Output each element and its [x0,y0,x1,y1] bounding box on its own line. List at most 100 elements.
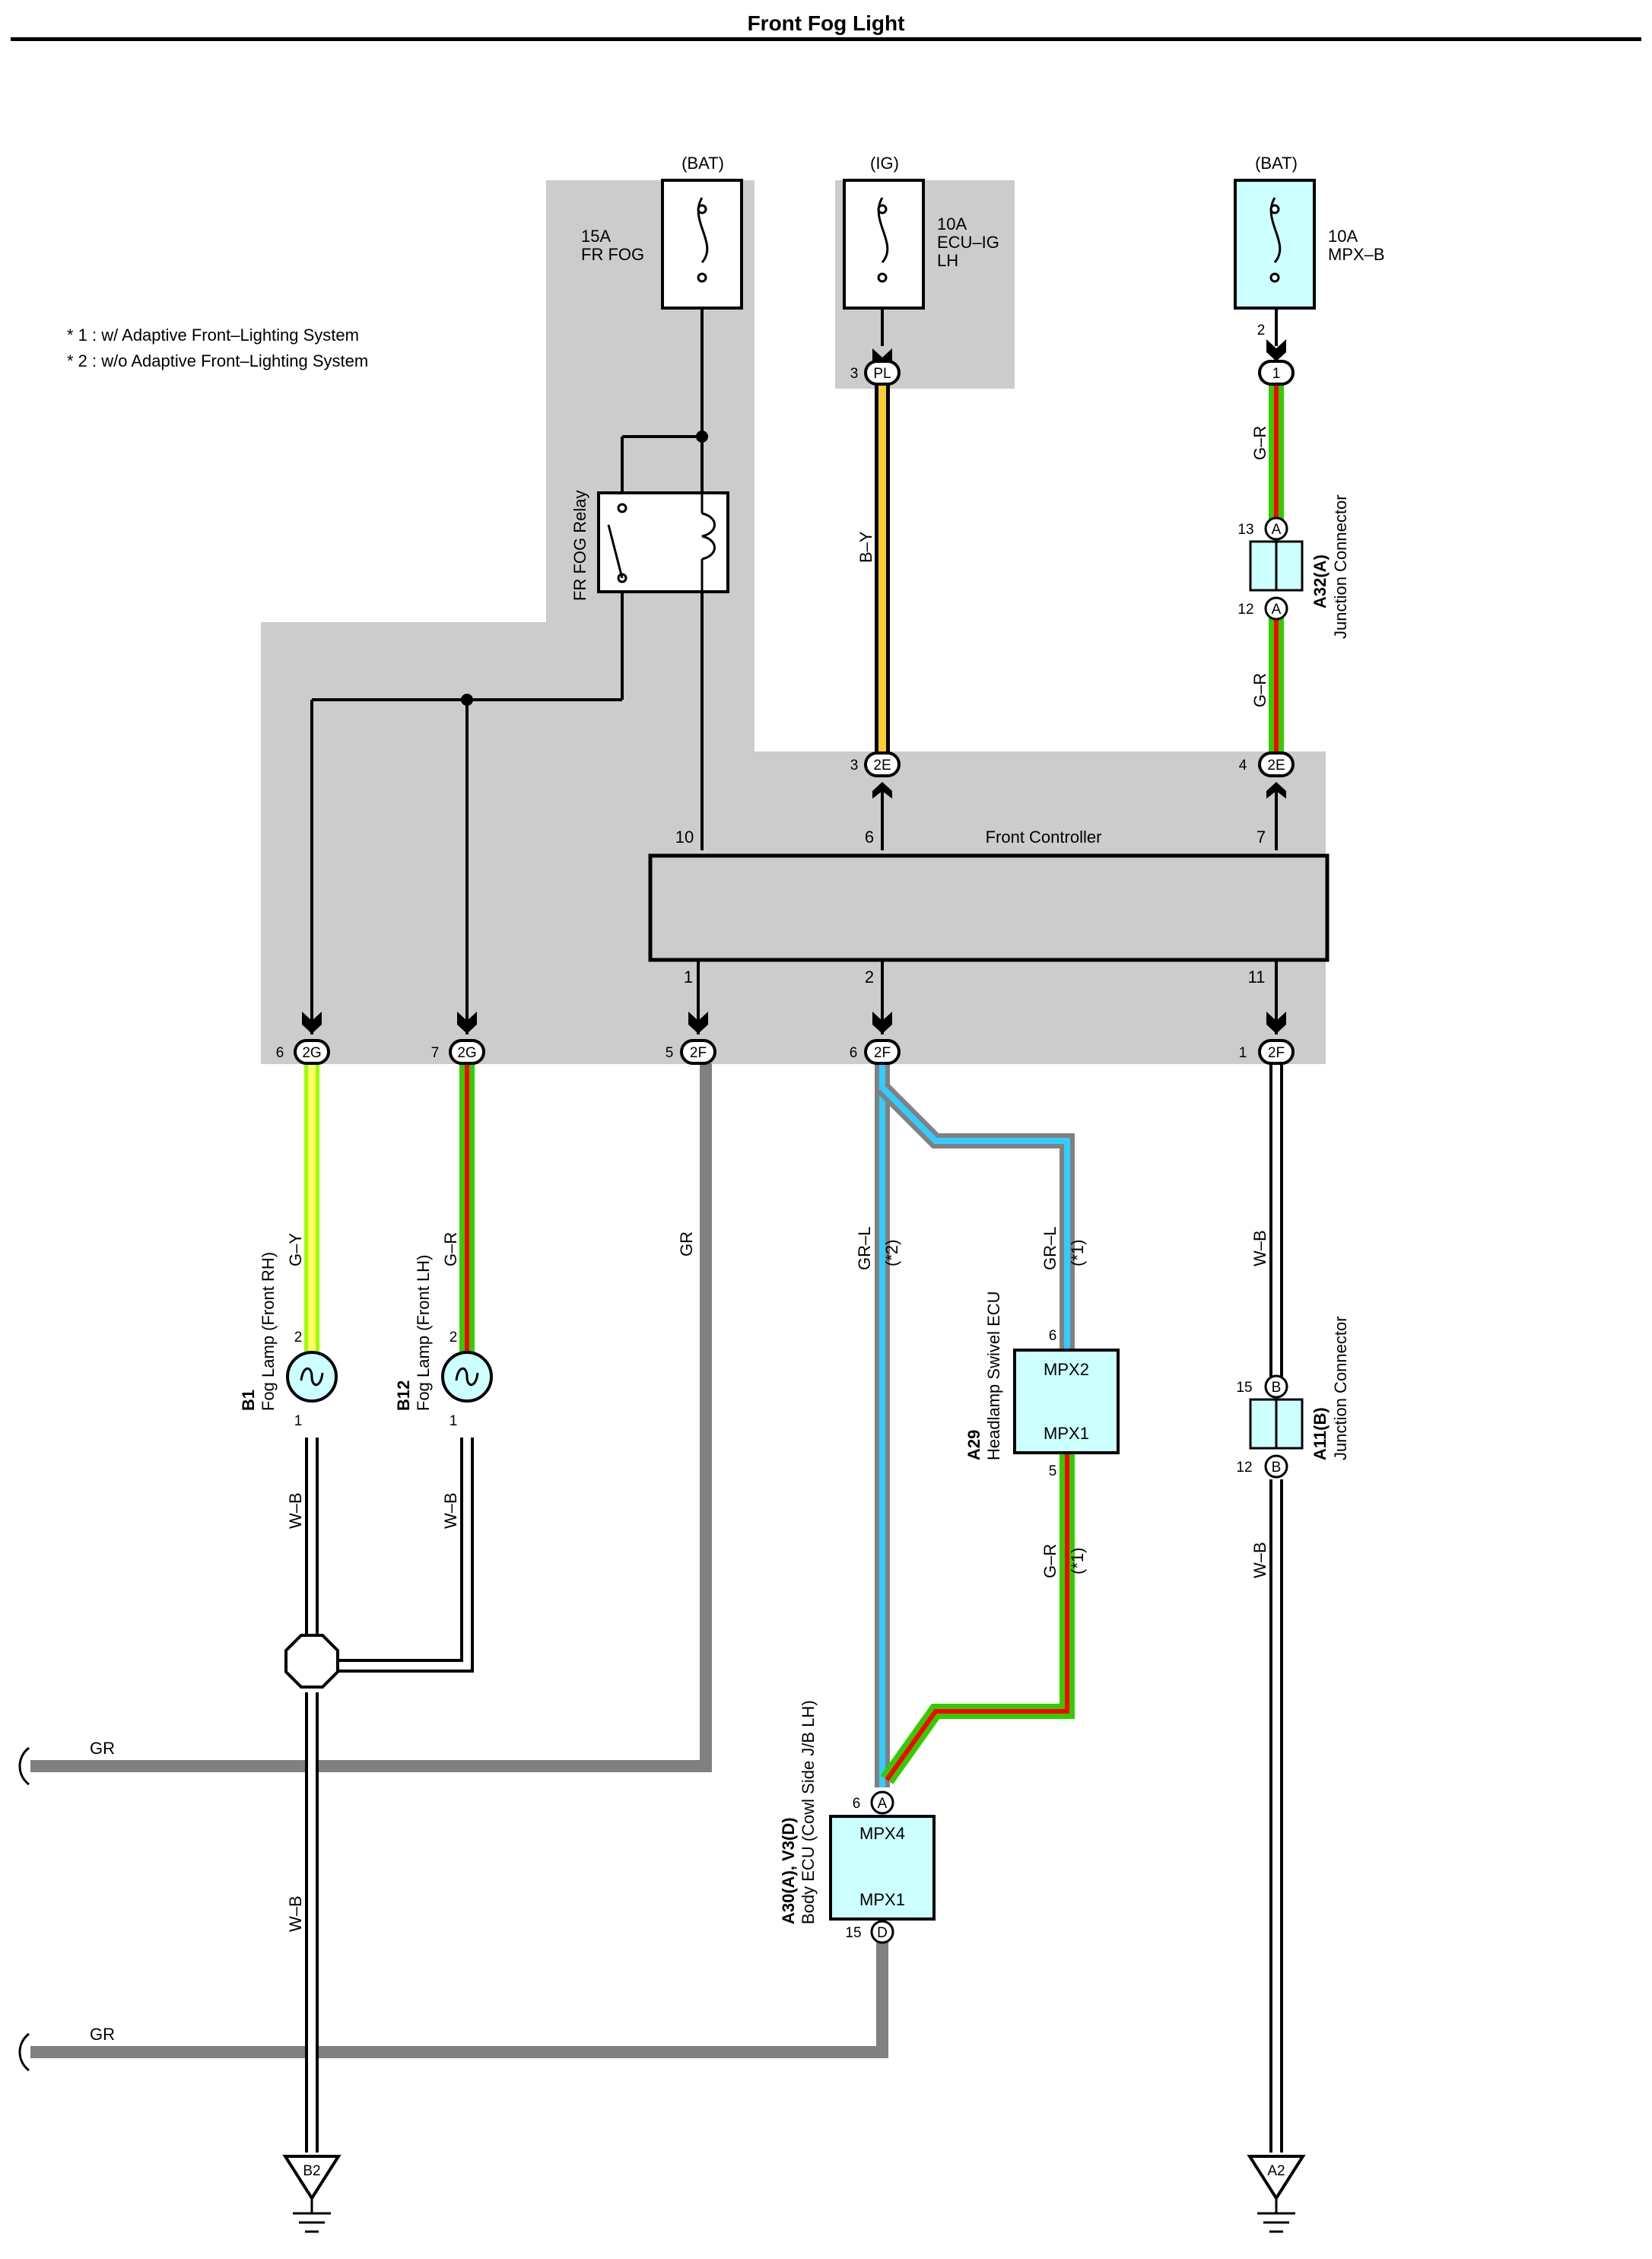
2f-6-pin: 6 [850,1045,858,1061]
a32-bottom-pin: 12 [1237,602,1253,618]
wire-label-by: B–Y [856,531,875,563]
fc-pin-7: 7 [1256,828,1266,847]
bcu-a-letter: A [878,1796,888,1812]
a32-top-letter: A [1272,522,1282,538]
junction-connector-a11: B 15 B 12 A11(B) Junction Connector [1236,1316,1350,1479]
a29-code: A29 [964,1430,983,1460]
fuse-mpx-b-source: (BAT) [1255,154,1298,173]
wire-gr-a29 [880,1453,1075,1784]
connector-1-letter: 1 [1272,366,1281,382]
2f-1-letter: 2F [1268,1045,1285,1061]
a32-name: Junction Connector [1331,494,1350,639]
b1-code: B1 [239,1390,258,1411]
front-controller-label: Front Controller [986,828,1102,847]
wire-break-mark [18,2032,30,2072]
wire-label-star2: (*2) [882,1240,901,1266]
b1-pin-2: 2 [294,1330,303,1346]
connector-mpxb-1: 2 1 [1257,322,1295,386]
note-2: * 2 : w/o Adaptive Front–Lighting System [67,351,368,370]
wire-wb [305,1063,1283,2153]
wire-label-wb4: W–B [1250,1230,1269,1266]
connector-2e-right: 2E 4 [1239,751,1295,799]
2e-left-pin: 3 [850,758,859,774]
bcu-pin-6: 6 [853,1796,861,1812]
2f-5-letter: 2F [690,1045,707,1061]
fuse-ecu-ig-source: (IG) [870,154,899,173]
fuse-fr-fog: (BAT) 15A FR FOG [581,154,743,310]
wire-label-grl-right: GR–L [1040,1227,1060,1270]
fc-pin-1: 1 [684,967,693,987]
a11-bottom-letter: B [1272,1460,1282,1476]
a11-top-letter: B [1272,1380,1282,1396]
ground-a2-label: A2 [1267,2163,1285,2179]
mpxb-pin: 2 [1257,322,1266,338]
connector-2g-6: 2G 6 [276,1012,330,1065]
a29-name: Headlamp Swivel ECU [984,1291,1003,1460]
fuse-mpx-b: (BAT) 10A MPX–B [1234,154,1385,310]
wire-break-mark [18,1746,30,1786]
2e-left-letter: 2E [873,758,891,774]
2f-6-letter: 2F [874,1045,891,1061]
a29-mpx1: MPX1 [1044,1424,1089,1443]
fuse-ecu-ig-name2: LH [937,251,958,270]
2g-6-pin: 6 [276,1045,284,1061]
bcu-d-letter: D [877,1925,888,1941]
wire-label-gy: G–Y [286,1233,305,1266]
fc-pin-6: 6 [865,828,874,847]
fr-fog-relay: FR FOG Relay [570,491,729,601]
relay-label: FR FOG Relay [570,491,589,601]
a32-code: A32(A) [1310,554,1330,608]
wire-label-wb2: W–B [441,1492,460,1529]
2g-7-pin: 7 [431,1045,440,1061]
b1-pin-1: 1 [294,1413,303,1429]
ground-b2: B2 [282,2155,342,2233]
fuse-ecu-ig-name1: ECU–IG [937,233,999,252]
a11-bottom-pin: 12 [1236,1460,1252,1476]
2g-7-letter: 2G [457,1045,476,1061]
connector-2f-5: 2F 5 [666,1012,716,1065]
fog-lamp-rh: 2 1 B1 Fog Lamp (Front RH) [239,1252,338,1429]
wire-gy [304,1063,319,1352]
bcu-mpx1: MPX1 [859,1890,905,1909]
wire-label-gr-a29: G–R [1040,1544,1060,1578]
a32-bottom-letter: A [1272,602,1282,618]
junction-connector-a32: A 13 A 12 A32(A) Junction Connector [1237,494,1350,639]
wire-label-gr-left1: GR [90,1739,115,1758]
wire-label-star1b: (*1) [1068,1548,1087,1574]
a11-top-pin: 15 [1236,1380,1252,1396]
2g-6-letter: 2G [302,1045,321,1061]
fuse-ecu-ig: (IG) 10A ECU–IG LH [843,154,999,310]
connector-2f-1: 2F 1 [1239,1012,1295,1065]
bcu-code: A30(A), V3(D) [779,1817,798,1924]
a32-top-pin: 13 [1237,522,1253,538]
connector-pl: PL 3 [850,348,901,386]
note-1: * 1 : w/ Adaptive Front–Lighting System [67,326,359,345]
b1-name: Fog Lamp (Front RH) [259,1252,278,1411]
2f-1-pin: 1 [1239,1045,1247,1061]
wire-label-wb3: W–B [286,1895,305,1932]
fc-pin-10: 10 [675,828,694,847]
fuse-mpx-b-name: MPX–B [1328,245,1385,264]
fuse-fr-fog-source: (BAT) [681,154,724,173]
headlamp-swivel-ecu: MPX2 MPX1 6 5 A29 Headlamp Swivel ECU [964,1291,1120,1479]
page-title: Front Fog Light [748,11,905,35]
wire-label-gr-lh: G–R [441,1232,460,1266]
ground-b2-label: B2 [303,2163,320,2179]
2e-right-letter: 2E [1267,758,1285,774]
front-controller: Front Controller 10 6 7 1 2 11 [648,828,1330,987]
wire-label-gr-top: G–R [1250,426,1269,460]
wire-label-gr-mid: G–R [1250,673,1269,707]
fc-pin-11: 11 [1248,967,1266,987]
wire-label-grl-left: GR–L [855,1227,874,1270]
wire-label-wb5: W–B [1250,1542,1269,1578]
wire-gr-lh [459,1063,475,1352]
wire-gr [30,1063,888,2058]
fc-pin-2: 2 [865,967,874,987]
junction-dot [461,694,473,706]
connector-pl-letter: PL [873,366,891,382]
fuse-fr-fog-name: FR FOG [581,245,644,264]
a11-name: Junction Connector [1331,1316,1350,1460]
2e-right-pin: 4 [1239,758,1247,774]
wire-grl [875,1063,1075,1787]
